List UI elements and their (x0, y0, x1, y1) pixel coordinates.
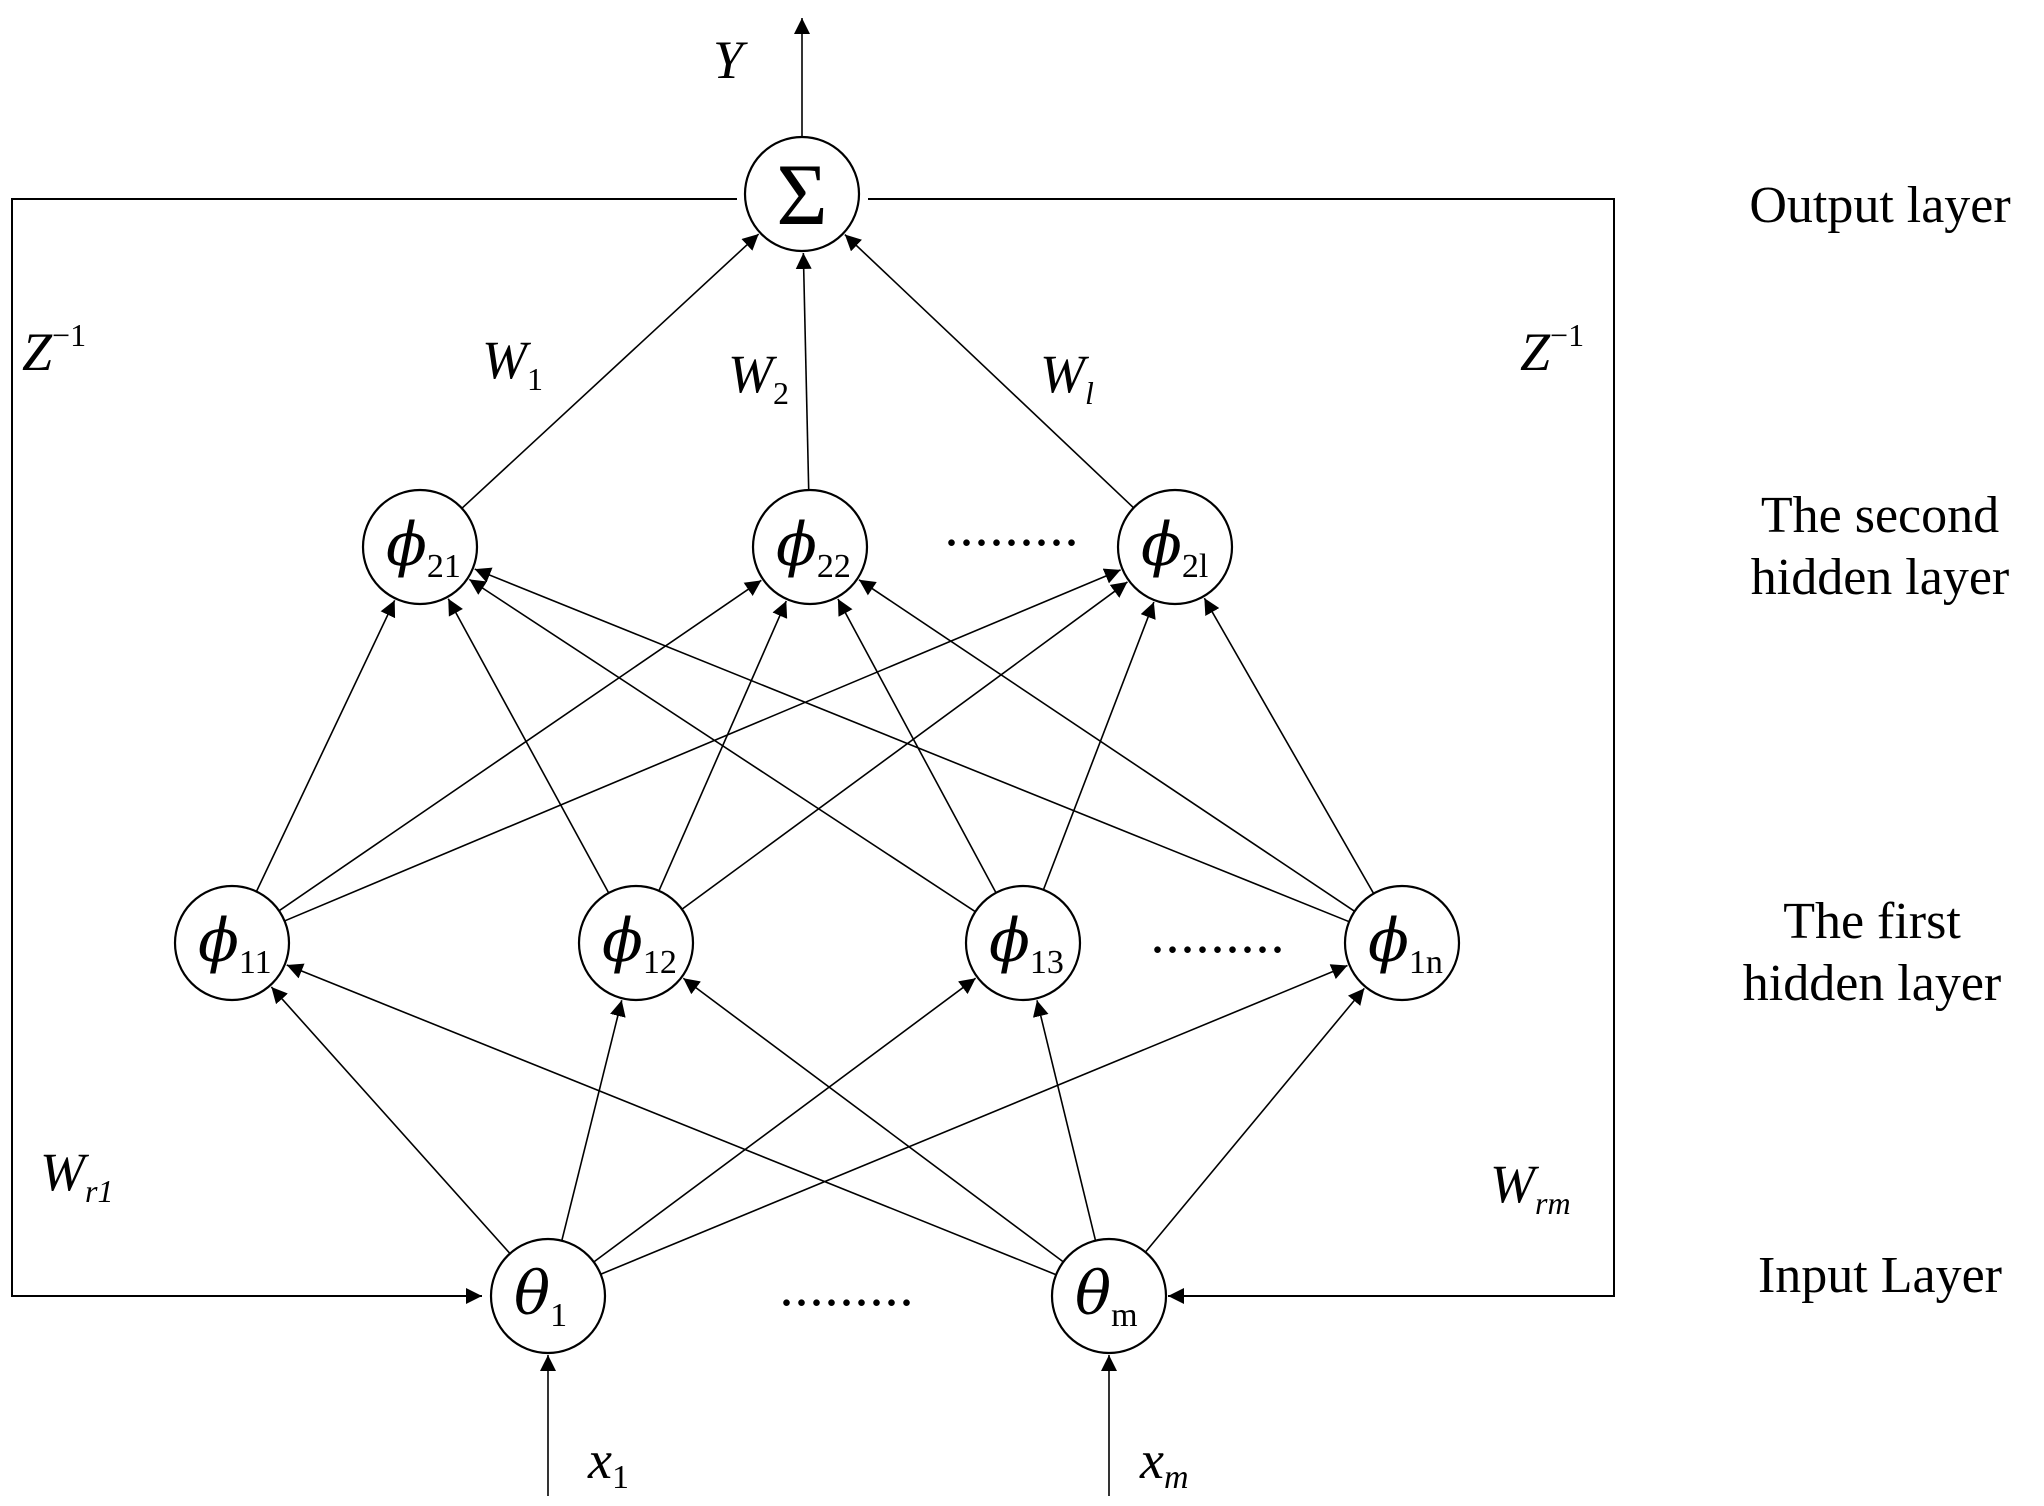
input-signal-xm: xm (1139, 1430, 1189, 1496)
delay-label-left: Z−1 (22, 317, 86, 382)
edge-input-2-to-h1-3 (1032, 1000, 1097, 1241)
delay-label-right: Z−1 (1520, 317, 1584, 382)
first-hidden-node-1n-label: ϕ1n (1368, 906, 1443, 981)
edge-input-2-to-h1-4 (1144, 987, 1365, 1253)
edge-h1-1-to-h2-1 (255, 599, 396, 892)
second-hidden-node-21-circle (361, 488, 479, 606)
feedback-loop (11, 198, 1615, 1304)
second-hidden-node-22-circle (751, 488, 869, 606)
input-node-m-label: θm (1075, 1259, 1138, 1334)
left-feedback-line (11, 198, 737, 1304)
first-hidden-node-13: ϕ13 (964, 884, 1082, 1002)
output-signal-label: Y (713, 30, 748, 90)
second-hidden-node-22: ϕ22 (751, 488, 869, 606)
edge-input-1-to-h1-2 (561, 1000, 626, 1241)
weight-label-w1: W1 (482, 330, 543, 397)
first-hidden-node-12-circle (577, 884, 695, 1002)
connection-edges (255, 18, 1375, 1496)
edge-h1-3-to-h2-1 (468, 578, 976, 913)
layer-label-second-hidden-line1: The second (1761, 487, 1999, 544)
edge-h1-4-to-h2-2 (858, 579, 1356, 912)
edge-input-2-to-h1-1 (286, 963, 1057, 1276)
second-hidden-node-2l-circle (1116, 488, 1234, 606)
first-hidden-node-12-label: ϕ12 (602, 906, 677, 981)
h2-ellipsis: ......... (945, 496, 1080, 558)
edge-input-1-to-h1-3 (593, 977, 977, 1263)
edge-h1-4-to-h2-1 (474, 567, 1350, 923)
first-hidden-node-11-circle (173, 884, 291, 1002)
first-hidden-node-11-label: ϕ11 (198, 906, 272, 981)
first-hidden-node-12: ϕ12 (577, 884, 695, 1002)
edge-h1-3-to-h2-2 (837, 598, 997, 894)
input-node-1-label: θ1 (514, 1259, 567, 1334)
second-hidden-node-2l: ϕ2l (1116, 488, 1234, 606)
edge-h1-2-to-h2-3 (681, 581, 1128, 910)
weight-label-wrm: Wrm (1490, 1154, 1571, 1221)
second-hidden-node-21-label: ϕ21 (386, 510, 461, 585)
edge-h2-3-to-output (844, 233, 1135, 509)
first-hidden-node-1n: ϕ1n (1343, 884, 1461, 1002)
first-hidden-node-13-label: ϕ13 (989, 906, 1064, 981)
input-node-m-circle (1050, 1237, 1168, 1355)
edge-h1-3-to-h2-3 (1042, 601, 1156, 891)
layer-label-output: Output layer (1749, 177, 2010, 234)
edge-h1-4-to-h2-3 (1203, 597, 1375, 894)
output-node-sum: Σ (743, 135, 861, 253)
edge-h2-1-to-output (461, 233, 760, 509)
edge-input-1-to-h1-1 (270, 986, 511, 1255)
layer-label-first-hidden-line1: The first (1783, 893, 1961, 950)
layer-label-first-hidden-line2: hidden layer (1743, 955, 2001, 1012)
output-node-sum-circle (743, 135, 861, 253)
layer-label-second-hidden-line2: hidden layer (1751, 549, 2009, 606)
first-hidden-node-13-circle (964, 884, 1082, 1002)
input-node-m: θm (1050, 1237, 1168, 1355)
right-feedback-line (868, 198, 1615, 1304)
layer-label-input: Input Layer (1758, 1247, 2002, 1304)
second-hidden-node-21: ϕ21 (361, 488, 479, 606)
h1-ellipsis: ......... (1151, 903, 1286, 965)
edge-input-2-to-h1-2 (682, 977, 1064, 1263)
edge-h1-2-to-h2-1 (447, 598, 610, 894)
first-hidden-node-11: ϕ11 (173, 884, 291, 1002)
weight-label-w2: W2 (728, 344, 789, 411)
second-hidden-node-2l-label: ϕ2l (1141, 510, 1208, 585)
weight-label-wl: Wl (1040, 344, 1094, 411)
input-node-1: θ1 (489, 1237, 607, 1355)
edge-h2-2-to-output (795, 252, 812, 491)
edge-h1-1-to-h2-2 (278, 579, 762, 912)
first-hidden-node-1n-circle (1343, 884, 1461, 1002)
second-hidden-node-22-label: ϕ22 (776, 510, 851, 585)
input-node-1-circle (489, 1237, 607, 1355)
output-node-sum-label: Σ (776, 147, 827, 244)
edge-h1-1-to-h2-3 (284, 568, 1121, 922)
input-signal-x1: x1 (587, 1430, 629, 1496)
input-ellipsis: ......... (780, 1256, 915, 1318)
edge-input-1-to-h1-4 (600, 964, 1348, 1275)
weight-label-wr1: Wr1 (40, 1142, 113, 1209)
